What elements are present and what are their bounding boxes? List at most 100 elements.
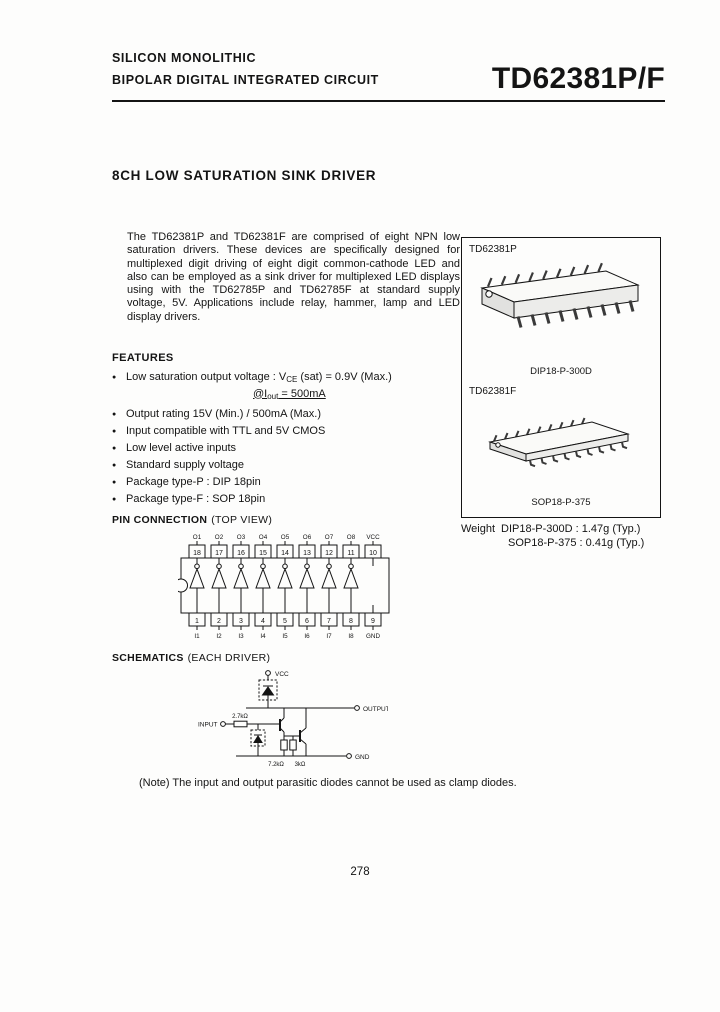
features-section: FEATURES Low saturation output voltage :… xyxy=(112,352,472,510)
sop-front-pins xyxy=(529,441,628,468)
pin-top-label: O5 xyxy=(281,534,290,541)
feature-text: Package type-F : SOP 18pin xyxy=(126,493,266,506)
dip-back-pins xyxy=(486,262,603,287)
pin-top-number: 13 xyxy=(303,550,311,557)
pin-column: O1 18 1 I1 xyxy=(188,534,206,640)
vcc-diode xyxy=(261,686,275,696)
pin-bottom-number: 5 xyxy=(283,618,287,625)
pin-top-label: O6 xyxy=(303,534,312,541)
pin-bottom-number: 4 xyxy=(261,618,265,625)
sop-package-caption: SOP18-P-375 xyxy=(531,497,591,508)
pin-bottom-number: 1 xyxy=(195,618,199,625)
pin-connection-heading: PIN CONNECTION(TOP VIEW) xyxy=(112,514,272,526)
pin-bottom-number: 2 xyxy=(217,618,221,625)
resistor-3k-label: 3kΩ xyxy=(295,762,306,768)
pin-top-label: O8 xyxy=(347,534,356,541)
dip-front-pins xyxy=(516,300,635,328)
pin-column: O2 17 2 I2 xyxy=(210,534,228,640)
schematics-heading-main: SCHEMATICS xyxy=(112,652,184,664)
pin-column: O7 12 7 I7 xyxy=(320,534,338,640)
pin-column: O4 15 4 I4 xyxy=(254,534,272,640)
pin-bottom-number: 9 xyxy=(371,618,375,625)
pin-bottom-label: I3 xyxy=(238,633,244,640)
resistor-7k2-label: 7.2kΩ xyxy=(268,762,284,768)
schematics-heading: SCHEMATICS(EACH DRIVER) xyxy=(112,652,270,664)
pin-bottom-label: I2 xyxy=(216,633,222,640)
pin-top-number: 10 xyxy=(369,550,377,557)
vcc-label: VCC xyxy=(275,671,289,678)
weight-prefix: Weight xyxy=(461,523,496,535)
pin-bottom-number: 7 xyxy=(327,618,331,625)
feature-item: Low level active inputs xyxy=(112,442,472,455)
pin-column: O6 13 6 I6 xyxy=(298,534,316,640)
feature-text: Low saturation output voltage : VCE (sat… xyxy=(126,371,392,384)
pin-column: O3 16 3 I3 xyxy=(232,534,250,640)
sop-package-label: TD62381F xyxy=(469,386,517,397)
feature-text: Input compatible with TTL and 5V CMOS xyxy=(126,424,326,437)
pin-column: VCC 10 9 GND xyxy=(364,534,382,640)
pin-top-label: O3 xyxy=(237,534,246,541)
vcc-terminal xyxy=(265,670,271,676)
driver-schematic: VCC OUTPUT GND xyxy=(198,670,388,768)
package-panel: TD62381P xyxy=(461,237,661,518)
pin-bottom-label: GND xyxy=(366,633,380,640)
output-label: OUTPUT xyxy=(363,706,388,713)
pin-connection-heading-suffix: (TOP VIEW) xyxy=(211,514,273,526)
weight-dip-value: DIP18-P-300D : 1.47g (Typ.) xyxy=(501,523,641,535)
page-title: 8CH LOW SATURATION SINK DRIVER xyxy=(112,168,377,183)
pin-bottom-label: I7 xyxy=(326,633,332,640)
weight-block: Weight DIP18-P-300D : 1.47g (Typ.) SOP18-… xyxy=(461,523,644,550)
pin-top-number: 11 xyxy=(347,550,354,557)
pin-bottom-number: 6 xyxy=(305,618,309,625)
pin-column: O8 11 8 I8 xyxy=(342,534,360,640)
feature-text: Low level active inputs xyxy=(126,441,237,454)
feature-item: Low saturation output voltage : VCE (sat… xyxy=(112,371,472,403)
pin-column: O5 14 5 I5 xyxy=(276,534,294,640)
gnd-terminal xyxy=(346,753,352,759)
pin-bottom-label: I4 xyxy=(260,633,266,640)
feature-item: Input compatible with TTL and 5V CMOS xyxy=(112,425,472,438)
feature-subtext: @Iout = 500mA xyxy=(253,387,326,401)
header-rule xyxy=(112,100,665,103)
input-diode xyxy=(253,735,263,743)
part-number: TD62381P/F xyxy=(491,62,665,95)
pin-top-number: 12 xyxy=(325,550,333,557)
input-label: INPUT xyxy=(198,722,218,729)
gnd-label: GND xyxy=(355,754,370,761)
pin-top-number: 14 xyxy=(281,550,289,557)
pin-bottom-number: 3 xyxy=(239,618,243,625)
output-terminal xyxy=(354,705,360,711)
header-line2: BIPOLAR DIGITAL INTEGRATED CIRCUIT xyxy=(112,73,379,87)
feature-item: Output rating 15V (Min.) / 500mA (Max.) xyxy=(112,408,472,421)
resistor-2k7 xyxy=(233,720,248,728)
pin-connection-diagram: O1 18 1 I1 O2 17 2 I2 O3 16 xyxy=(178,534,390,640)
weight-line-sop: SOP18-P-375 : 0.41g (Typ.) xyxy=(461,537,644,551)
page-number: 278 xyxy=(350,866,370,878)
header-line1: SILICON MONOLITHIC xyxy=(112,51,257,65)
input-terminal xyxy=(220,721,226,727)
resistor-2k7-label: 2.7kΩ xyxy=(232,714,248,720)
pin-top-number: 17 xyxy=(215,550,223,557)
pin-bottom-label: I5 xyxy=(282,633,288,640)
pin-top-label: O1 xyxy=(193,534,202,541)
feature-text: Standard supply voltage xyxy=(126,458,245,471)
sop-back-pins xyxy=(493,417,586,442)
description-paragraph: The TD62381P and TD62381F are comprised … xyxy=(127,231,460,323)
dip-package-label: TD62381P xyxy=(469,244,517,255)
weight-line-dip: Weight DIP18-P-300D : 1.47g (Typ.) xyxy=(461,523,644,537)
resistor-7k2 xyxy=(280,739,288,751)
pin-bottom-label: I8 xyxy=(348,633,354,640)
pin-bottom-label: I1 xyxy=(194,633,200,640)
weight-sop-value: SOP18-P-375 : 0.41g (Typ.) xyxy=(508,536,645,549)
feature-list: Low saturation output voltage : VCE (sat… xyxy=(112,371,472,506)
pin-top-label: VCC xyxy=(366,534,380,541)
feature-item: Standard supply voltage xyxy=(112,459,472,472)
pin-bottom-label: I6 xyxy=(304,633,310,640)
pin-top-number: 16 xyxy=(237,550,245,557)
schematics-heading-suffix: (EACH DRIVER) xyxy=(187,652,271,664)
header-block: SILICON MONOLITHIC BIPOLAR DIGITAL INTEG… xyxy=(112,47,379,91)
pin-bottom-number: 8 xyxy=(349,618,353,625)
pin-top-label: O4 xyxy=(259,534,268,541)
pin-top-number: 18 xyxy=(193,550,201,557)
